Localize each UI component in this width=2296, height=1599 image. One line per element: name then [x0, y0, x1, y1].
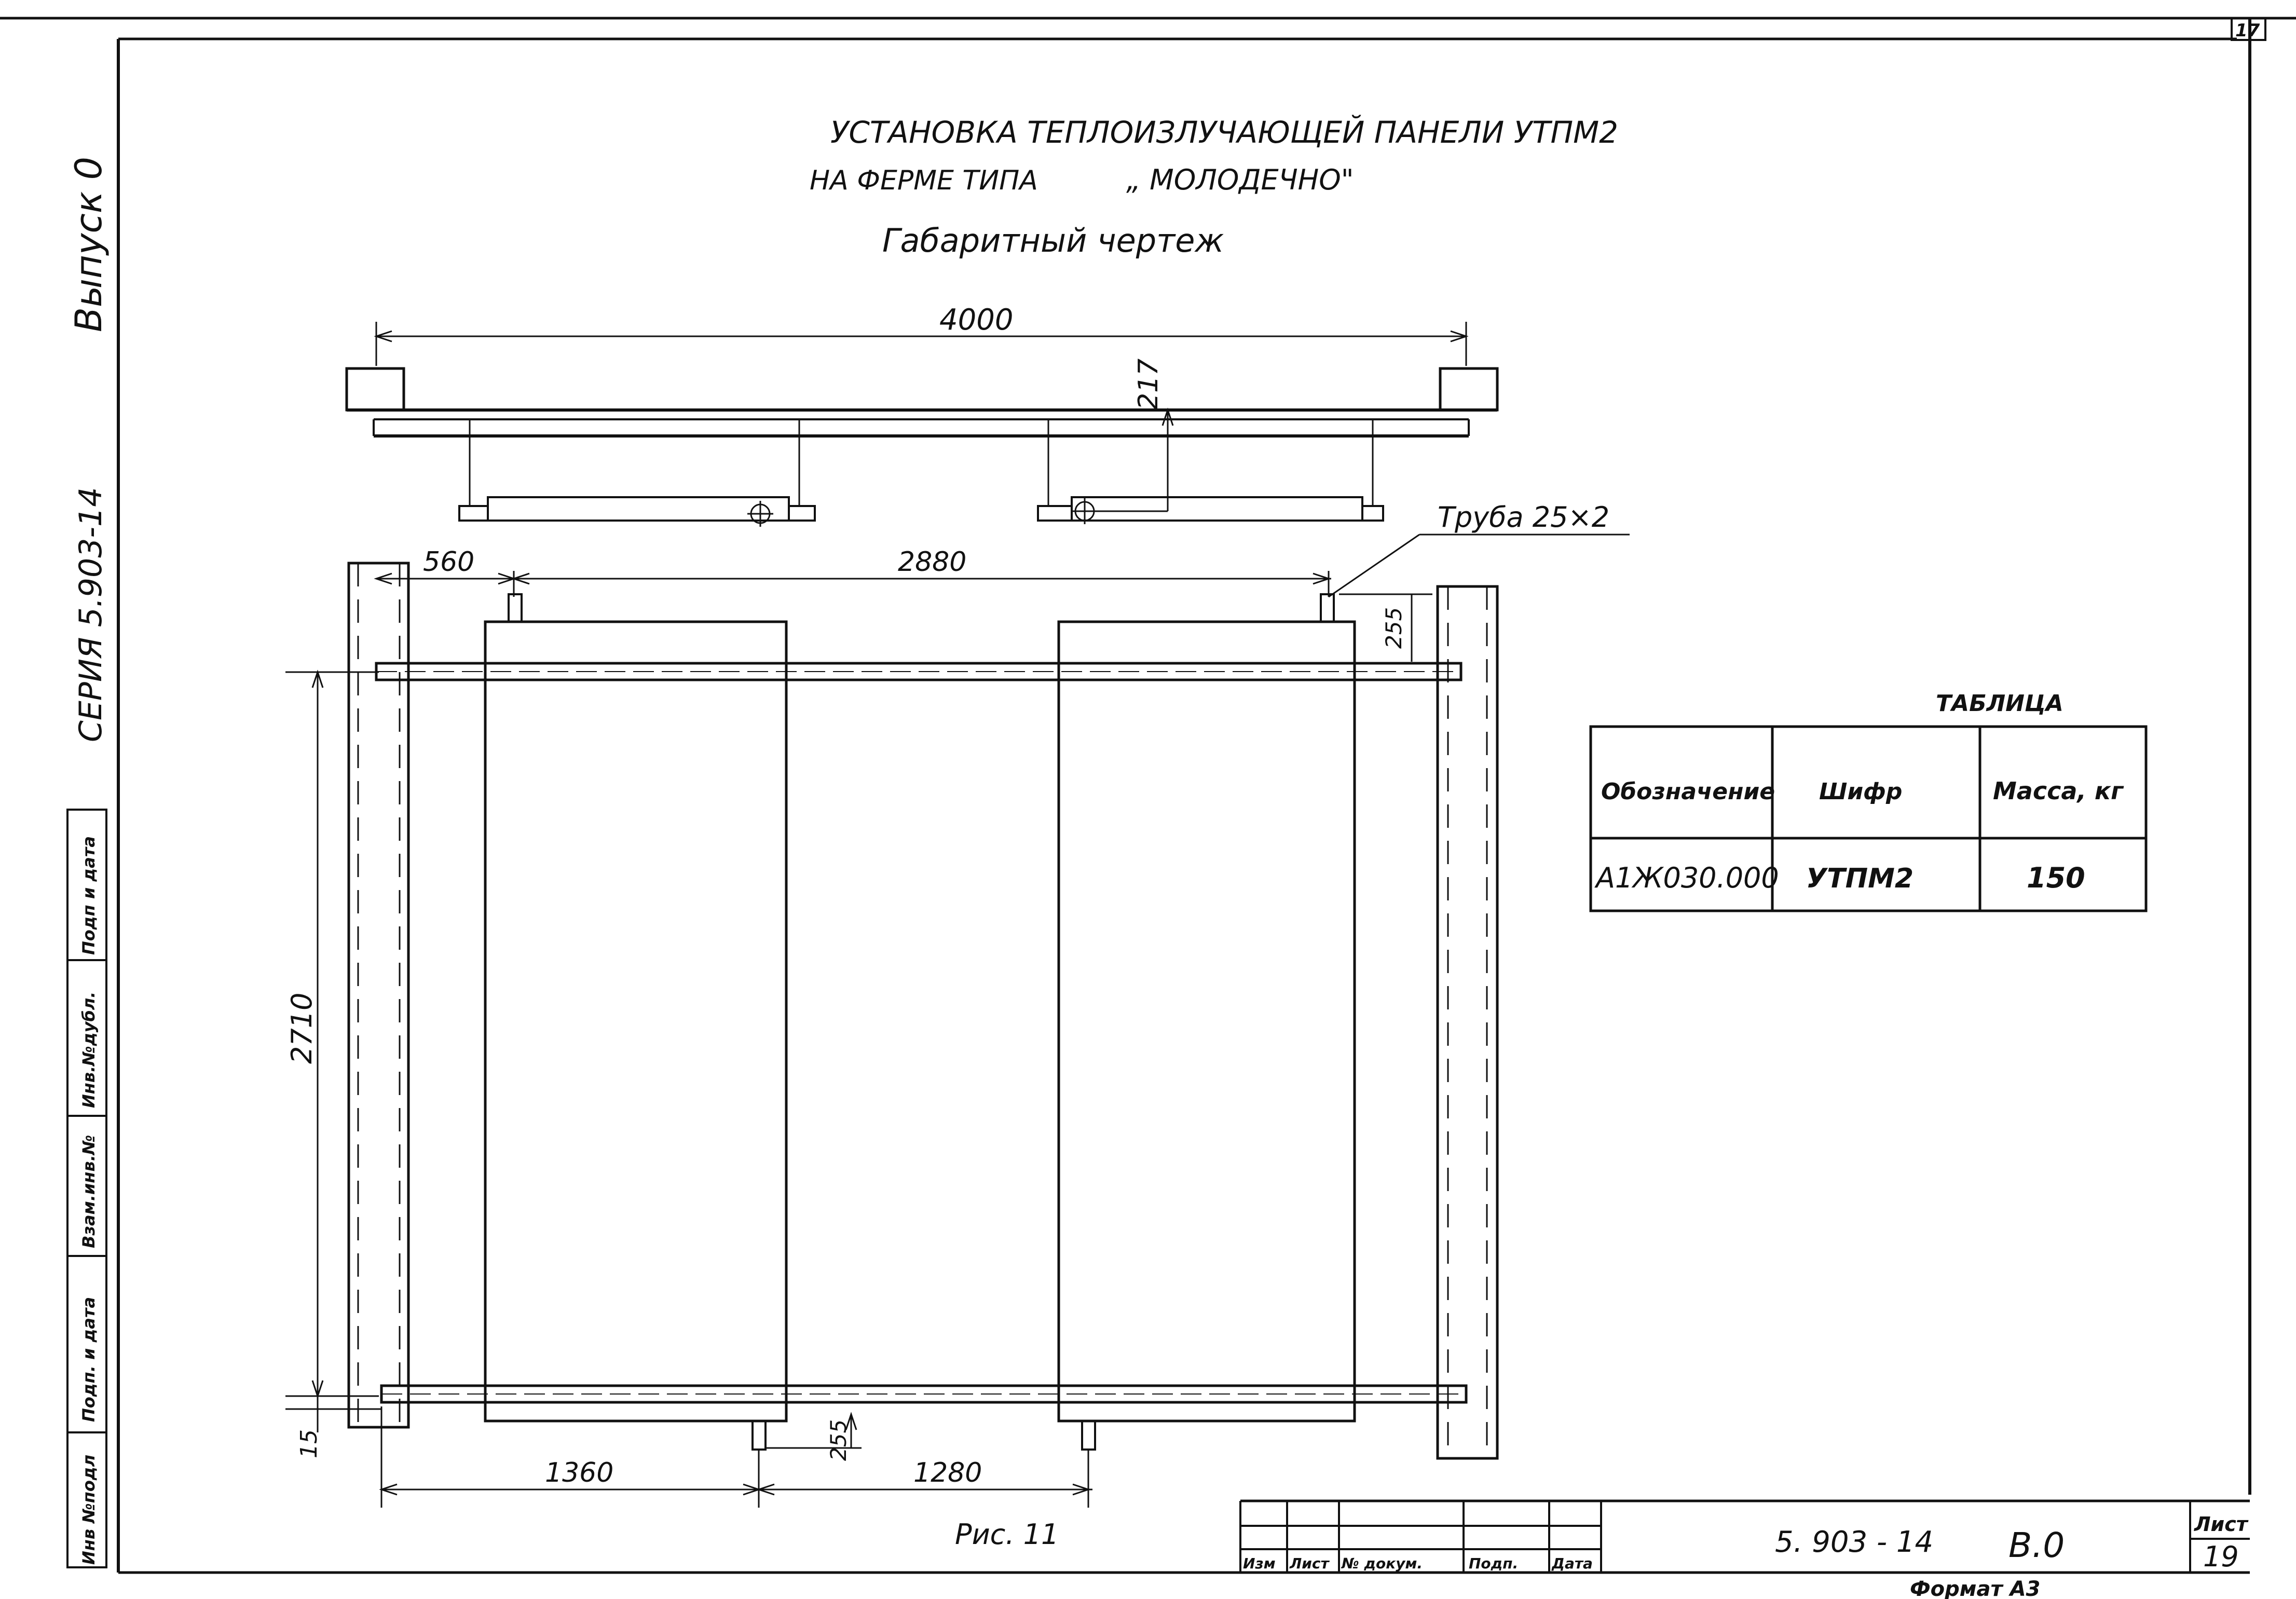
- dimension-bottom-front: [379, 1406, 1092, 1508]
- dimension-label-height-top: 217: [1133, 359, 1164, 410]
- table-cell-designation: А1Ж030.000: [1594, 862, 1779, 894]
- front-view: [347, 562, 1499, 1460]
- title-block: [1239, 1501, 2250, 1573]
- title-block-label-izm: Изм: [1243, 1555, 1276, 1572]
- title-line-2-right: „ МОЛОДЕЧНО": [1126, 163, 1354, 196]
- figure-caption: Рис. 11: [955, 1518, 1059, 1551]
- side-stamp: [66, 809, 107, 1568]
- side-stamp-vzam-inv: Взам.инв.№: [79, 1135, 99, 1248]
- dimension-label-panel-height: 2710: [285, 993, 318, 1064]
- table-header-code: Шифр: [1819, 778, 1902, 805]
- dimension-pipe-rise-bottom: [766, 1412, 862, 1449]
- side-stamp-inv-dubl: Инв.№дубл.: [79, 992, 99, 1108]
- side-stamp-inv-podl: Инв №подл: [79, 1455, 99, 1565]
- title-line-3: Габаритный чертеж: [882, 222, 1224, 259]
- dimension-height-top: [1161, 407, 1174, 511]
- title-block-format: Формат А3: [1910, 1577, 2040, 1599]
- dimension-label-overall-width: 4000: [939, 303, 1014, 337]
- table-header-designation: Обозначение: [1601, 778, 1775, 805]
- table-cell-mass: 150: [2027, 862, 2085, 894]
- dimension-top-front: [374, 571, 1331, 597]
- dimension-overall-width: [374, 322, 1469, 366]
- dimension-panel-height: [285, 669, 381, 1432]
- side-stamp-podp-data-1: Подп. и дата: [79, 1297, 99, 1422]
- pipe-callout-label: Труба 25×2: [1438, 501, 1609, 534]
- title-block-label-docum: № докум.: [1341, 1555, 1423, 1572]
- title-block-sheet-number: 19: [2203, 1540, 2239, 1573]
- top-view: [345, 367, 1499, 527]
- sheet-corner-number: 17: [2235, 20, 2260, 41]
- dimension-pipe-rise-top: [1339, 593, 1432, 662]
- side-label-series: СЕРИЯ 5.903-14: [73, 487, 109, 742]
- title-block-label-data: Дата: [1551, 1555, 1593, 1572]
- side-label-issue: Выпуск 0: [67, 157, 110, 332]
- title-block-label-podp: Подп.: [1469, 1555, 1518, 1572]
- table-header-mass: Масса, кг: [1993, 777, 2124, 805]
- title-line-2-left: НА ФЕРМЕ ТИПА: [810, 165, 1038, 196]
- title-block-document-code: 5. 903 - 14: [1775, 1525, 1933, 1559]
- data-table: [1589, 725, 2148, 912]
- title-block-issue: В.0: [2008, 1525, 2065, 1565]
- dimension-label-pipe-rise-bottom: 255: [826, 1419, 851, 1461]
- title-block-label-list: Лист: [1289, 1555, 1330, 1572]
- dimension-label-pipe-span: 2880: [898, 546, 966, 578]
- sheet-frame: [0, 17, 2296, 1574]
- table-caption: ТАБЛИЦА: [1936, 690, 2063, 717]
- title-block-sheet-label: Лист: [2194, 1513, 2249, 1536]
- side-stamp-podp-data-2: Подп и дата: [79, 836, 99, 955]
- table-cell-code: УТПМ2: [1806, 863, 1914, 894]
- dimension-label-bottom-left: 1360: [545, 1457, 613, 1488]
- dimension-label-bottom-gap: 15: [296, 1429, 322, 1458]
- pipe-callout-leader: [1328, 534, 1630, 598]
- dimension-label-left-offset: 560: [423, 546, 474, 578]
- dimension-label-bottom-right: 1280: [913, 1457, 982, 1488]
- title-line-1: УСТАНОВКА ТЕПЛОИЗЛУЧАЮЩЕЙ ПАНЕЛИ УТПМ2: [830, 114, 1618, 150]
- dimension-label-pipe-rise-top: 255: [1381, 607, 1406, 649]
